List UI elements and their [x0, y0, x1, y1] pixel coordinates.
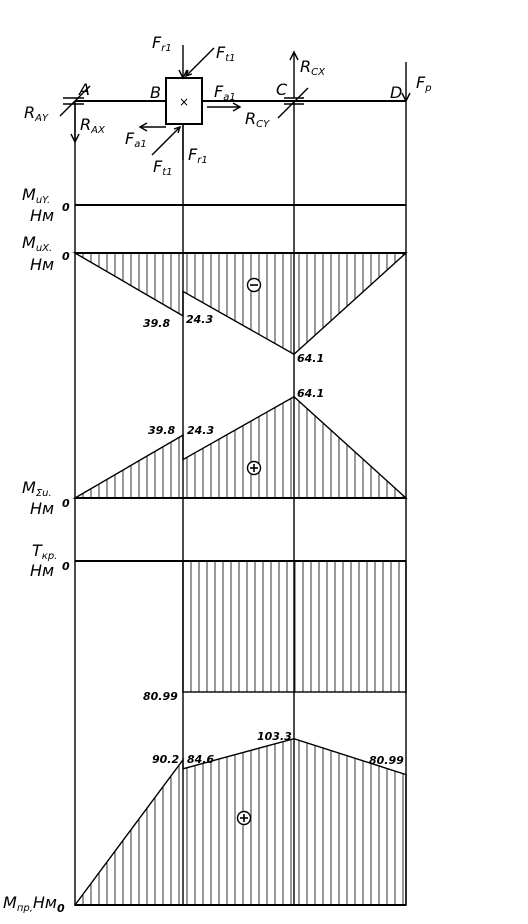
reaction-rax-label: RAX	[80, 115, 106, 136]
force-fr1-top-label: Fr1	[152, 33, 172, 54]
msum-zero: 0	[62, 497, 70, 510]
msum-value-b-left: 39.8	[148, 424, 175, 437]
force-fr1-bottom-label: Fr1	[188, 145, 208, 166]
point-label-a: A	[78, 80, 90, 99]
reaction-ray-arrow	[59, 85, 91, 117]
gear-center-mark: ×	[179, 95, 189, 109]
mux-label: MuX.	[22, 233, 52, 254]
tkr-zero: 0	[62, 560, 70, 573]
mux-outline	[72, 252, 408, 356]
hatch-layer	[82, 253, 404, 905]
mpr-label: Mпр,Нм0	[3, 893, 65, 915]
mux-value-c: 64.1	[297, 352, 324, 365]
reaction-rcx-label: RCX	[300, 57, 326, 78]
tkr-unit: Нм	[30, 561, 54, 580]
mux-value-b-left: 39.8	[143, 317, 170, 330]
shaft-scheme: × A B C D Fr1 Ft1 Fa1 Fa1 Ft1 Fr1 Fp	[24, 33, 432, 178]
msum-value-c: 64.1	[297, 387, 324, 400]
point-label-c: C	[276, 80, 288, 99]
force-fp-label: Fp	[416, 73, 432, 94]
force-fa1-right-label: Fa1	[214, 82, 236, 103]
muy-zero: 0	[62, 201, 70, 214]
mux-zero: 0	[62, 250, 70, 263]
point-label-b: B	[150, 83, 161, 102]
msum-outline	[72, 395, 408, 499]
msum-value-b-right: 24.3	[187, 424, 214, 437]
mux-value-b-right: 24.3	[186, 313, 213, 326]
mpr-value-b-right: 84.6	[187, 753, 214, 766]
muy-label: MuY.	[22, 185, 50, 206]
force-ft1-top-arrow	[185, 47, 215, 77]
diagram-muy: MuY. Нм 0	[22, 185, 406, 225]
tkr-value: 80.99	[143, 690, 178, 703]
force-ft1-top-label: Ft1	[216, 43, 236, 64]
diagram-msum: MΣu. Нм 0 39.8 24.3 64.1	[22, 387, 408, 518]
mpr-value-c: 103.3	[257, 730, 292, 743]
mpr-value-b-left: 90.2	[152, 753, 179, 766]
diagram-tkr: Tкр. Нм 0 80.99	[30, 541, 407, 703]
mpr-value-d: 80.99	[369, 754, 404, 767]
force-ft1-bottom-label: Ft1	[153, 157, 173, 178]
mux-unit: Нм	[30, 255, 54, 274]
msum-unit: Нм	[30, 499, 54, 518]
muy-unit: Нм	[30, 206, 54, 225]
reaction-ray-label: RAY	[24, 103, 49, 124]
diagram-mux: MuX. Нм 0 39.8 24.3 64.1	[22, 233, 408, 365]
msum-label: MΣu.	[22, 478, 52, 499]
reaction-rcy-arrow	[277, 87, 309, 119]
gear-box	[165, 77, 203, 125]
diagram-mpr: Mпр,Нм0 90.2 84.6 103.3 80.99	[3, 730, 407, 915]
tkr-label: Tкр.	[32, 541, 57, 562]
force-fa1-left-label: Fa1	[125, 129, 147, 150]
force-ft1-bottom-arrow	[151, 126, 181, 156]
point-label-d: D	[390, 83, 402, 102]
reaction-rcy-label: RCY	[245, 109, 270, 130]
